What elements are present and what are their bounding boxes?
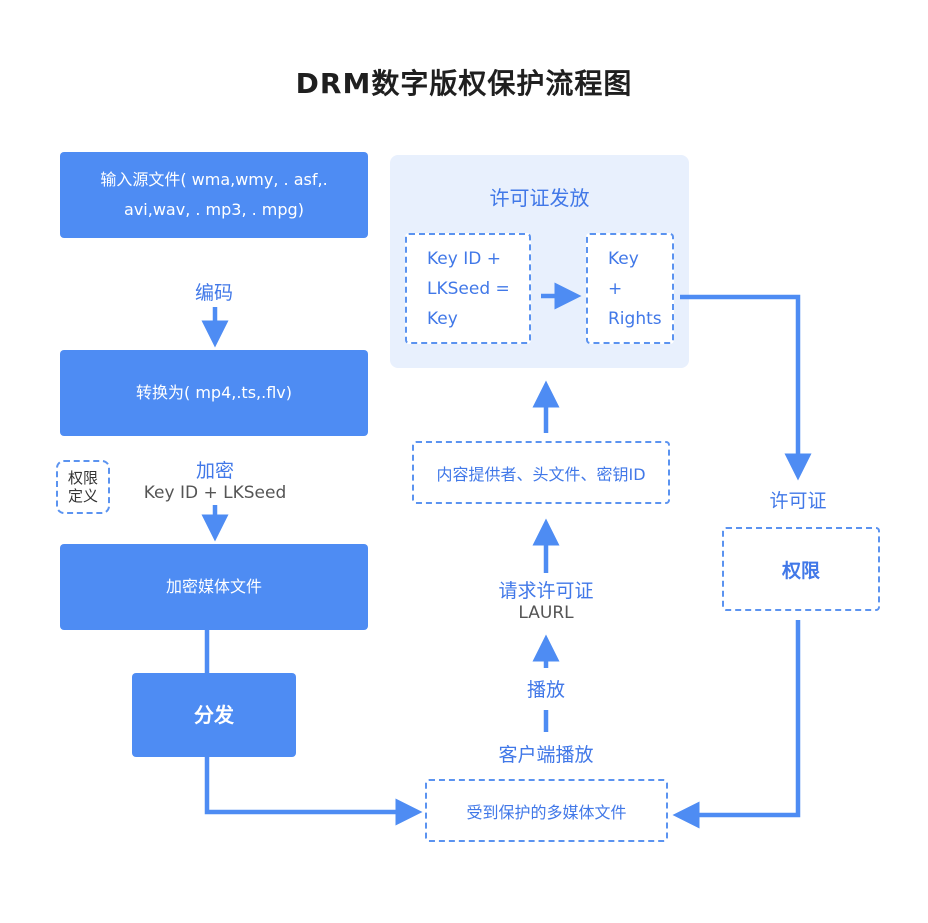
content-provider-box: 内容提供者、头文件、密钥ID xyxy=(412,441,670,504)
arrow-distribute-to-client xyxy=(204,757,423,826)
key-formula-line3: Key xyxy=(427,308,458,329)
license-label: 许可证 xyxy=(769,490,827,512)
key-formula-line1: Key ID + xyxy=(427,248,501,269)
license-issue-title: 许可证发放 xyxy=(489,186,590,210)
request-license-label: 请求许可证 xyxy=(498,580,594,602)
play-label: 播放 xyxy=(526,679,565,701)
rights-definition-line2: 定义 xyxy=(67,487,98,505)
request-license-sub: LAURL xyxy=(518,603,574,623)
input-source-line2: avi,wav, . mp3, . mpg) xyxy=(124,200,304,219)
convert-box: 转换为( mp4,.ts,.flv) xyxy=(60,350,368,436)
rights-definition-box: 权限 定义 xyxy=(56,460,110,514)
key-rights-line2: + xyxy=(608,278,623,299)
arrow-rights-to-client xyxy=(672,620,801,829)
encrypted-media-box: 加密媒体文件 xyxy=(60,544,368,630)
key-formula-line2: LKSeed = xyxy=(427,278,510,299)
rights-definition-line1: 权限 xyxy=(67,469,98,487)
key-rights-line1: Key xyxy=(608,248,639,269)
encode-label: 编码 xyxy=(194,282,233,304)
protected-media-box: 受到保护的多媒体文件 xyxy=(425,779,668,842)
key-formula-box: Key ID + LKSeed = Key xyxy=(405,233,531,344)
key-rights-line3: Rights xyxy=(608,308,662,329)
encrypt-label: 加密 xyxy=(195,460,234,482)
distribute-box: 分发 xyxy=(132,673,296,757)
arrow-rights-to-license xyxy=(680,294,812,481)
request-license-group: 请求许可证 LAURL xyxy=(446,576,646,623)
rights-box: 权限 xyxy=(722,527,880,611)
encrypt-sub-label: Key ID + LKSeed xyxy=(143,483,287,503)
encrypt-label-group: 加密 Key ID + LKSeed xyxy=(120,456,310,503)
key-rights-box: Key + Rights xyxy=(586,233,674,344)
input-source-line1: 输入源文件( wma,wmy, . asf,. xyxy=(100,170,328,189)
page-title: DRM数字版权保护流程图 xyxy=(295,67,633,100)
input-source-box: 输入源文件( wma,wmy, . asf,. avi,wav, . mp3, … xyxy=(60,152,368,238)
client-play-label: 客户端播放 xyxy=(498,744,594,766)
